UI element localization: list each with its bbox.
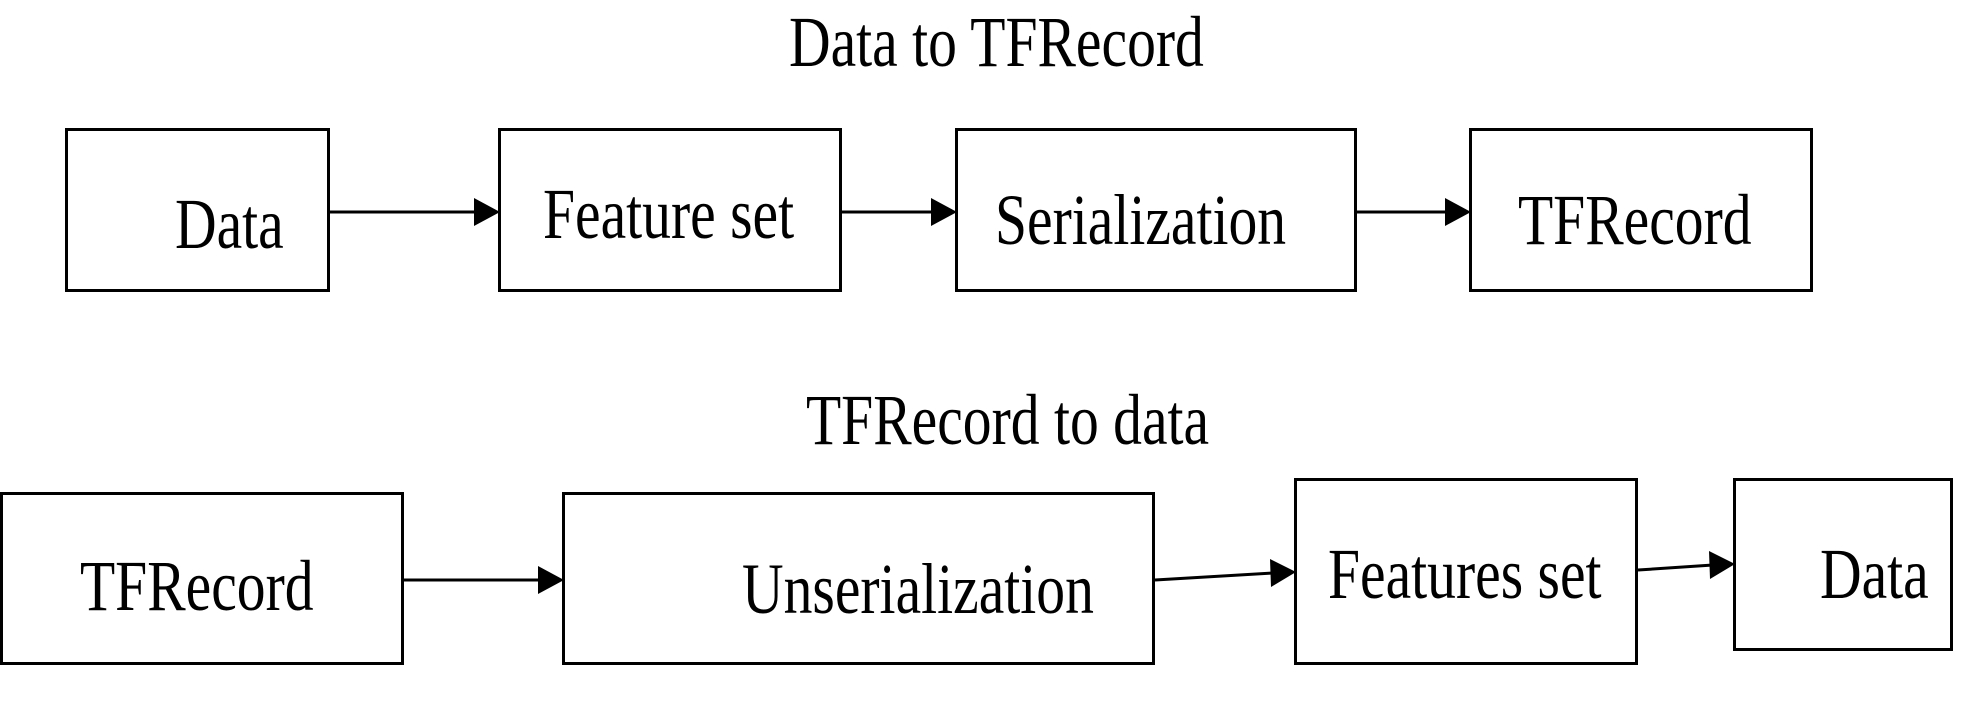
bottom-step-unserialization-box [562, 492, 1155, 665]
top-step-serialization-box [955, 128, 1357, 292]
top-step-feature-set-box [498, 128, 842, 292]
bottom-step-data-label: Data [1820, 534, 1929, 614]
top-step-tfrecord-box [1469, 128, 1813, 292]
top-step-serialization-label: Serialization [995, 180, 1287, 260]
top-flow-title: Data to TFRecord [789, 2, 1204, 82]
arrow-feature-set-to-serialization [842, 198, 957, 226]
bottom-step-features-set-box [1294, 478, 1638, 665]
arrow-data-to-feature-set [330, 198, 500, 226]
bottom-flow-title: TFRecord to data [806, 380, 1210, 460]
bottom-step-tfrecord-box [0, 492, 404, 665]
arrow-tfrecord-to-unserialization [404, 566, 564, 594]
top-step-tfrecord-label: TFRecord [1518, 180, 1752, 260]
arrow-features-set-to-data [1637, 551, 1735, 579]
bottom-step-unserialization-label: Unserialization [742, 549, 1094, 629]
arrow-serialization-to-tfrecord [1357, 198, 1471, 226]
arrow-unserialization-to-features-set [1154, 559, 1296, 587]
top-step-feature-set-label: Feature set [543, 174, 795, 254]
top-step-data-label: Data [175, 184, 284, 264]
bottom-step-tfrecord-label: TFRecord [80, 546, 314, 626]
top-step-data-box [65, 128, 330, 292]
bottom-step-data-box [1733, 478, 1953, 651]
bottom-step-features-set-label: Features set [1328, 534, 1602, 614]
